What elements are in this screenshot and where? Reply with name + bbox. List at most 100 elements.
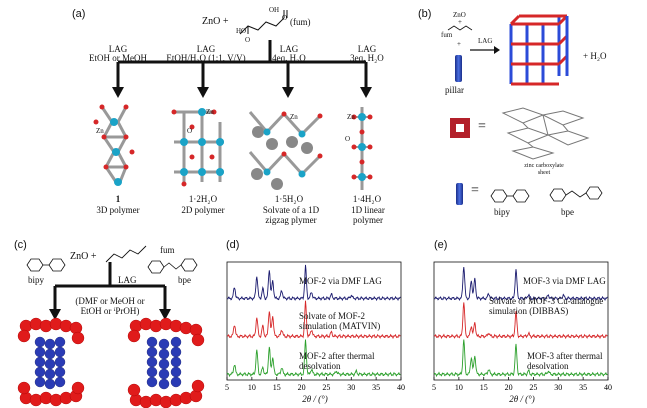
- structure-3d-polymer: [93, 104, 135, 186]
- atom-o-2: O: [345, 135, 351, 143]
- atom-zn-1: Zn: [96, 127, 104, 135]
- fum-label: (fum): [290, 17, 311, 27]
- d-xtick-label-20: 20: [298, 383, 306, 392]
- b-plus-top: +: [458, 18, 462, 26]
- atom-zn-4: Zn: [347, 113, 355, 121]
- d-xtick-label-15: 15: [273, 383, 281, 392]
- panel-c-label: (c): [14, 239, 27, 251]
- c-mof-model-bipy: [17, 317, 85, 407]
- b-equals-2: =: [471, 183, 479, 198]
- cond-1-line1: LAG: [108, 44, 128, 54]
- structure-1d-linear: [351, 107, 373, 190]
- panel-a-label: (a): [72, 8, 86, 20]
- c-bipy-structure: [26, 258, 66, 272]
- cond-2-line2: EtOH/H₂O (1:1, V/V): [166, 53, 246, 63]
- c-bipy-label: bipy: [28, 275, 45, 285]
- e-xtick-label-20: 20: [505, 383, 513, 392]
- cond-1-line2: EtOH or MeOH: [89, 53, 147, 63]
- e-series-1: [433, 267, 608, 302]
- b-sheet-symbol: [450, 118, 470, 138]
- d-series-1: [226, 264, 401, 302]
- c-fum-label: fum: [160, 245, 175, 255]
- b-h2o: + H₂O: [583, 51, 607, 61]
- b-equals-1: =: [478, 119, 486, 134]
- b-fum: fum: [441, 31, 453, 39]
- e-xtick-label-25: 25: [529, 383, 537, 392]
- reaction-tree-arrows: [112, 40, 372, 98]
- b-bipy-structure: [490, 189, 530, 203]
- b-reaction-arrow: [470, 46, 500, 54]
- b-plus-mid: +: [457, 40, 461, 48]
- product-1-id: 1: [115, 194, 121, 204]
- d-xtick-label-25: 25: [322, 383, 330, 392]
- atom-o-1: O: [187, 127, 193, 135]
- d-series-3: [226, 339, 401, 378]
- reagent-zno: ZnO +: [202, 16, 229, 27]
- d-plot-frame: [226, 261, 402, 381]
- e-plot-frame: [433, 261, 609, 381]
- c-reaction-tree: [49, 262, 171, 320]
- cond-3-line2: 4eq. H₂O: [272, 53, 306, 63]
- product-2-id: 1·2H₂O: [188, 194, 218, 204]
- d-xtick-label-30: 30: [347, 383, 355, 392]
- e-xtick-label-5: 5: [432, 383, 436, 392]
- d-xtick-label-5: 5: [225, 383, 229, 392]
- b-pillar-label: pillar: [445, 85, 464, 95]
- product-2-desc: 2D polymer: [181, 205, 225, 215]
- d-xtick-label-40: 40: [397, 383, 405, 392]
- oh-label-top: OH: [269, 6, 280, 14]
- d-trace-2-label: Solvate of MOF-2 simulation (MATVIN): [299, 311, 381, 331]
- b-bpe-label: bpe: [561, 207, 574, 217]
- b-pillar-icon: [455, 55, 462, 82]
- structure-1d-zigzag: [248, 111, 323, 190]
- fumaric-acid-structure: [239, 10, 288, 35]
- b-zinc-carboxylate-sheet: [501, 107, 590, 160]
- d-xtick-label-35: 35: [372, 383, 380, 392]
- e-trace-2-label: Solvate of MOF-3 Cu-analogue simulation …: [489, 296, 604, 316]
- d-trace-1-label: MOF-2 via DMF LAG: [299, 276, 382, 286]
- c-lag: LAG: [118, 275, 137, 285]
- o-label-bottom: O: [245, 36, 251, 44]
- o-label-right: O: [282, 14, 288, 22]
- d-series-2: [226, 300, 401, 340]
- pxrd-chart-d: 5 10 15 20 25 30 35 40: [225, 261, 405, 392]
- e-xtick-label-35: 35: [579, 383, 587, 392]
- b-sheet-text: zinc carboxylate sheet: [524, 163, 564, 176]
- c-solvents-line1: (DMF or MeOH or: [75, 296, 145, 306]
- e-series-2: [433, 302, 608, 340]
- b-pillared-framework: [509, 14, 569, 86]
- c-bpe-structure: [147, 258, 198, 274]
- e-xlabel: 2θ / (°): [509, 394, 535, 404]
- panel-e-label: (e): [434, 239, 448, 251]
- c-fumaric-acid-structure: [105, 245, 147, 263]
- c-reagent: ZnO +: [70, 251, 97, 262]
- product-3-desc: Solvate of a 1D zigzag plymer: [262, 205, 320, 225]
- product-4-desc: 1D linear polymer: [351, 205, 385, 225]
- product-4-id: 1·4H₂O: [352, 194, 382, 204]
- ho-label: HO: [236, 27, 247, 35]
- e-trace-1-label: MOF-3 via DMF LAG: [523, 276, 606, 286]
- cond-2-line1: LAG: [196, 44, 216, 54]
- d-xlabel: 2θ / (°): [302, 394, 328, 404]
- structure-2d-polymer: [171, 108, 224, 187]
- b-pillar-symbol: [456, 183, 463, 205]
- panel-d-label: (d): [226, 239, 240, 251]
- product-3-id: 1·5H₂O: [274, 194, 304, 204]
- b-zno: ZnO: [453, 11, 466, 19]
- atom-zn-2: Zn: [206, 108, 214, 116]
- c-mof-model-bpe: [127, 317, 205, 408]
- b-fumarate-structure: [447, 25, 473, 31]
- c-solvents-line2: EtOH or ⁱPrOH): [80, 306, 140, 316]
- e-series-3: [433, 339, 608, 378]
- b-lag: LAG: [478, 37, 493, 45]
- crystal-structures: [93, 104, 373, 190]
- e-xtick-label-30: 30: [554, 383, 562, 392]
- e-xtick-label-10: 10: [455, 383, 463, 392]
- d-xtick-label-10: 10: [248, 383, 256, 392]
- cond-4-line1: LAG: [357, 44, 377, 54]
- panel-b-label: (b): [418, 8, 432, 20]
- d-trace-3-label: MOF-2 after thermal desolvation: [299, 351, 375, 371]
- cond-3-line1: LAG: [279, 44, 299, 54]
- b-bpe-structure: [549, 186, 603, 202]
